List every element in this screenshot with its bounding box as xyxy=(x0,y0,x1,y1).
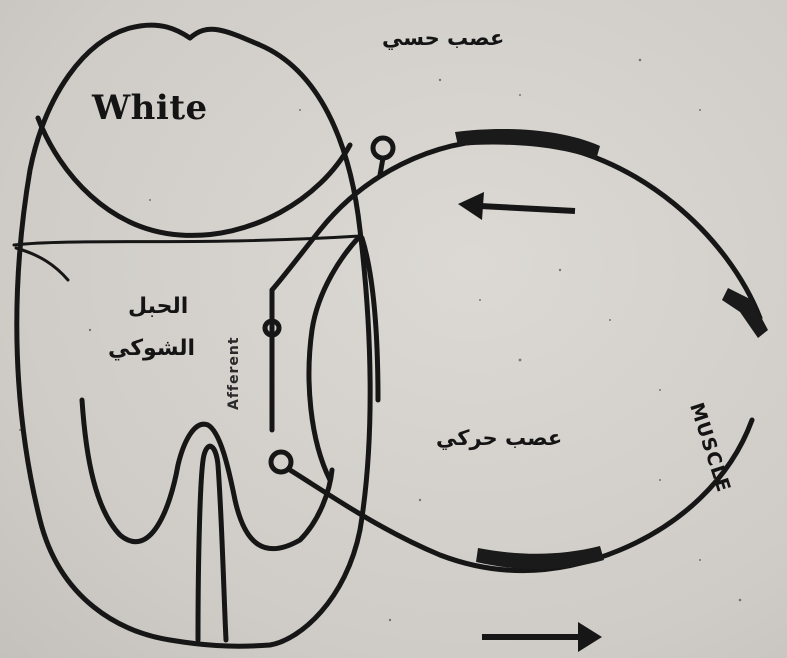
sensory-nerve-label: عصب حسي xyxy=(382,26,504,50)
grey-matter-right xyxy=(309,236,360,480)
left-arrow-icon xyxy=(458,192,575,220)
spinal-cord-label-line1: الحبل xyxy=(128,294,188,319)
spinal-cord-label-line2: الشوكي xyxy=(108,336,195,361)
ventral-fissure-inner xyxy=(198,446,226,640)
sensory-nerve-band xyxy=(455,129,600,160)
muscle-end-band xyxy=(722,288,768,338)
motor-nerve-label: عصب حركي xyxy=(436,426,562,450)
right-arrow-icon xyxy=(482,622,602,652)
white-matter-label: White xyxy=(92,88,208,128)
sensory-nerve xyxy=(272,140,760,318)
motor-nerve-band xyxy=(476,546,604,569)
interneuron-vertical-label: Afferent xyxy=(226,336,242,410)
white-matter-boundary xyxy=(38,118,350,235)
grey-band-left-curve xyxy=(16,248,68,280)
sensory-ganglion xyxy=(373,138,393,158)
